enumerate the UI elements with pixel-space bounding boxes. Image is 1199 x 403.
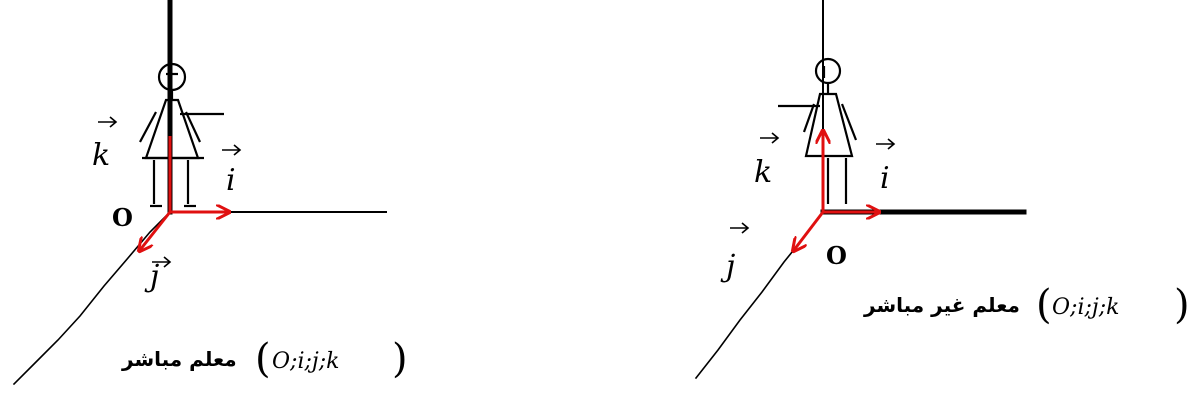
right-origin-label: O — [826, 241, 847, 270]
right-label-k: k — [754, 132, 780, 190]
left-person-figure — [139, 62, 224, 208]
vector-arrow-icon — [152, 256, 172, 268]
right-label-j: j — [720, 222, 750, 284]
left-vector-j — [140, 211, 172, 250]
vector-arrow-icon — [760, 132, 780, 144]
right-person-figure — [778, 57, 858, 204]
right-caption-close-paren: ) — [1174, 282, 1190, 328]
svg-text:i: i — [226, 163, 236, 198]
vector-arrow-icon — [98, 116, 118, 128]
vector-arrow-icon — [876, 138, 896, 150]
svg-text:j: j — [720, 249, 735, 284]
right-label-i: i — [876, 138, 896, 196]
right-caption-math: O;i;j;k — [1052, 295, 1119, 320]
right-caption: معلم غير مباشر ( O;i;j;k ) — [863, 282, 1190, 328]
left-caption-close-paren: ) — [392, 336, 408, 382]
svg-text:k: k — [754, 155, 772, 190]
right-caption-text: معلم غير مباشر — [863, 293, 1020, 317]
vector-arrow-icon — [730, 222, 750, 234]
left-caption-open-paren: ( — [255, 336, 271, 382]
left-label-j: j — [144, 256, 172, 294]
left-frame: O k i j معلم مباشر ( O;i;j;k ) — [12, 0, 408, 386]
left-label-k: k — [92, 116, 118, 173]
left-label-i: i — [222, 144, 242, 198]
left-caption: معلم مباشر ( O;i;j;k ) — [121, 336, 408, 382]
left-caption-math: O;i;j;k — [272, 349, 339, 374]
left-origin-label: O — [112, 203, 133, 232]
svg-text:i: i — [880, 161, 890, 196]
left-caption-text: معلم مباشر — [121, 347, 237, 371]
svg-text:k: k — [92, 138, 110, 173]
right-frame: O k i j معلم غير مباشر ( O;i;j;k ) — [694, 0, 1190, 380]
right-vector-j — [794, 211, 825, 250]
right-caption-open-paren: ( — [1036, 282, 1052, 328]
svg-text:j: j — [144, 259, 159, 294]
vector-arrow-icon — [222, 144, 242, 156]
